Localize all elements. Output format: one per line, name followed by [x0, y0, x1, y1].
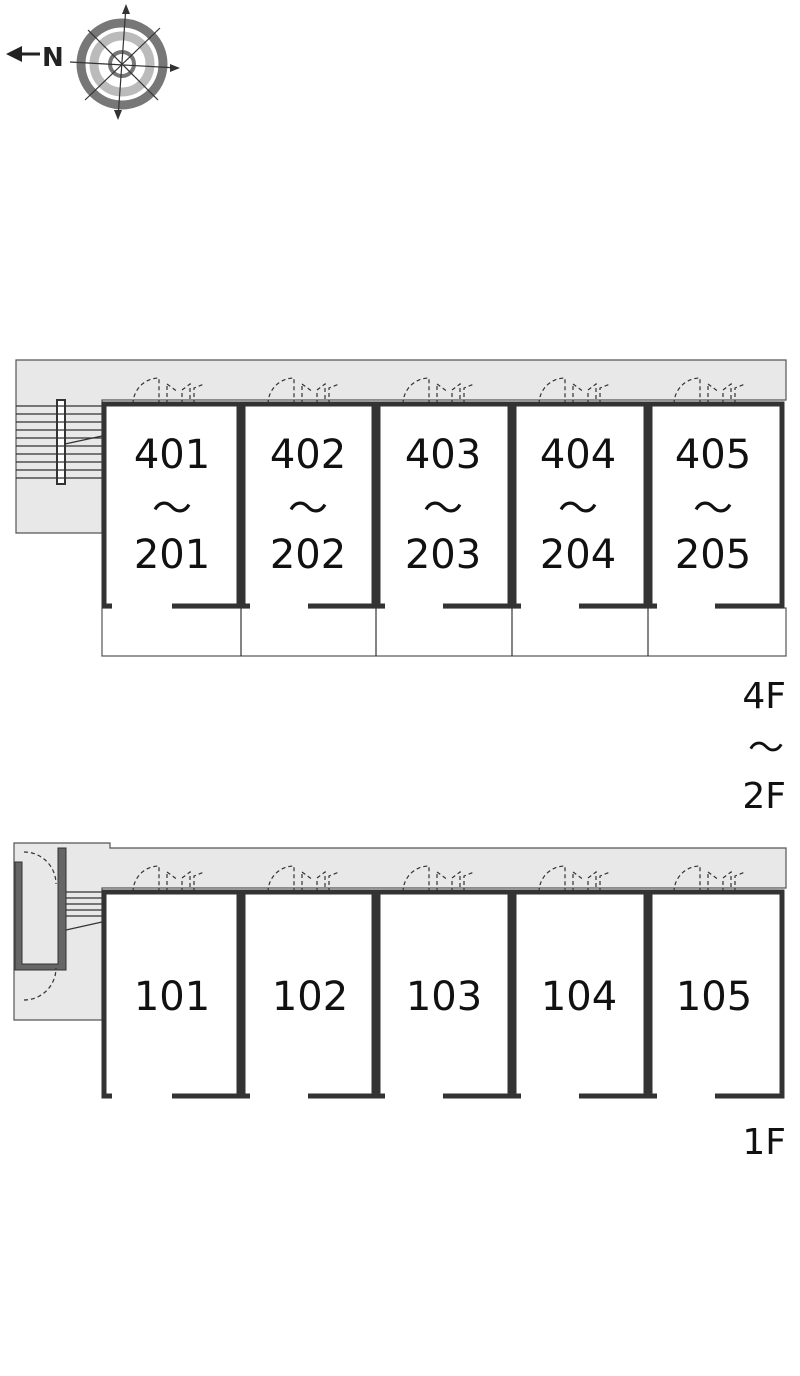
entry-door-icon — [267, 377, 295, 405]
upper-walkway — [15, 359, 787, 534]
window-icon — [707, 870, 746, 892]
compass-rose-icon — [69, 4, 180, 120]
unit-lower-number: 201 — [134, 532, 210, 578]
entry-door-icon — [23, 967, 57, 1001]
unit-lower-number: 202 — [270, 532, 346, 578]
ground-staircase — [14, 847, 103, 1001]
unit-105: 105 — [647, 865, 785, 1099]
upper-staircase — [16, 399, 103, 485]
unit-upper-number: 405 — [675, 432, 751, 478]
unit-range-tilde: 〜 — [693, 486, 733, 532]
window-icon — [572, 870, 611, 892]
unit-104: 104 — [511, 865, 649, 1099]
unit-number: 101 — [134, 974, 210, 1020]
entry-door-icon — [132, 865, 160, 893]
unit-lower-number: 203 — [405, 532, 481, 578]
entry-door-icon — [132, 377, 160, 405]
window-icon — [436, 382, 475, 404]
window-icon — [301, 382, 340, 404]
floor-label-bottom: 2F — [742, 776, 786, 817]
unit-number: 104 — [541, 974, 617, 1020]
entry-door-icon — [673, 865, 701, 893]
unit-405-205: 405 〜 205 — [647, 377, 785, 609]
ground-walkway — [13, 842, 787, 1021]
unit-number: 103 — [406, 974, 482, 1020]
upper-floor-block: 401 〜 201 402 〜 202 403 〜 203 — [15, 359, 787, 817]
window-icon — [166, 382, 205, 404]
unit-upper-number: 404 — [540, 432, 616, 478]
unit-range-tilde: 〜 — [558, 486, 598, 532]
entry-door-icon — [23, 851, 57, 885]
upper-floor-label: 4F 〜 2F — [742, 676, 786, 817]
compass: N — [6, 4, 180, 120]
ground-floor-block: 101 102 103 104 — [13, 842, 787, 1163]
unit-402-202: 402 〜 202 — [240, 377, 377, 609]
north-arrow-icon — [6, 46, 40, 62]
entry-door-icon — [267, 865, 295, 893]
north-label: N — [42, 43, 64, 73]
window-icon — [707, 382, 746, 404]
unit-lower-number: 205 — [675, 532, 751, 578]
unit-102: 102 — [240, 865, 377, 1099]
entry-door-icon — [402, 377, 430, 405]
unit-upper-number: 401 — [134, 432, 210, 478]
unit-401-201: 401 〜 201 — [101, 377, 242, 609]
unit-lower-number: 204 — [540, 532, 616, 578]
unit-range-tilde: 〜 — [152, 486, 192, 532]
window-icon — [166, 870, 205, 892]
floor-label-top: 4F — [742, 676, 786, 717]
ground-floor-label: 1F — [742, 1122, 786, 1163]
window-icon — [572, 382, 611, 404]
entry-door-icon — [538, 377, 566, 405]
unit-upper-number: 402 — [270, 432, 346, 478]
window-icon — [301, 870, 340, 892]
unit-number: 105 — [676, 974, 752, 1020]
entry-door-icon — [538, 865, 566, 893]
unit-upper-number: 403 — [405, 432, 481, 478]
upper-balcony-strip — [101, 607, 787, 657]
unit-number: 102 — [272, 974, 348, 1020]
floor-label-tilde: 〜 — [748, 728, 784, 769]
unit-103: 103 — [375, 865, 513, 1099]
unit-101: 101 — [101, 865, 242, 1099]
unit-range-tilde: 〜 — [423, 486, 463, 532]
unit-403-203: 403 〜 203 — [375, 377, 513, 609]
unit-range-tilde: 〜 — [288, 486, 328, 532]
unit-404-204: 404 〜 204 — [511, 377, 649, 609]
window-icon — [436, 870, 475, 892]
entry-door-icon — [673, 377, 701, 405]
entry-door-icon — [402, 865, 430, 893]
